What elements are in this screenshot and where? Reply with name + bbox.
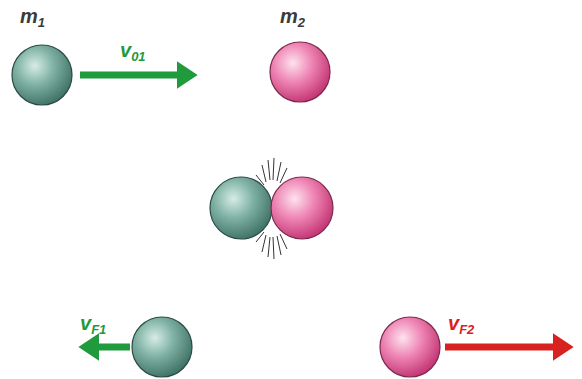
mass-label: m1	[20, 6, 45, 29]
ball-2-collision	[271, 177, 333, 239]
mass-label: m2	[280, 6, 305, 29]
ball-1	[12, 45, 72, 105]
velocity-label: vF2	[448, 313, 474, 336]
ball-2	[270, 42, 330, 102]
ball-1-collision	[210, 177, 272, 239]
ball-2-after	[380, 317, 440, 377]
velocity-label: v01	[120, 40, 146, 63]
ball-1-after	[132, 317, 192, 377]
velocity-label: vF1	[80, 313, 106, 336]
velocity-arrow	[84, 344, 130, 351]
velocity-arrow	[445, 344, 568, 351]
velocity-arrow	[80, 72, 192, 79]
